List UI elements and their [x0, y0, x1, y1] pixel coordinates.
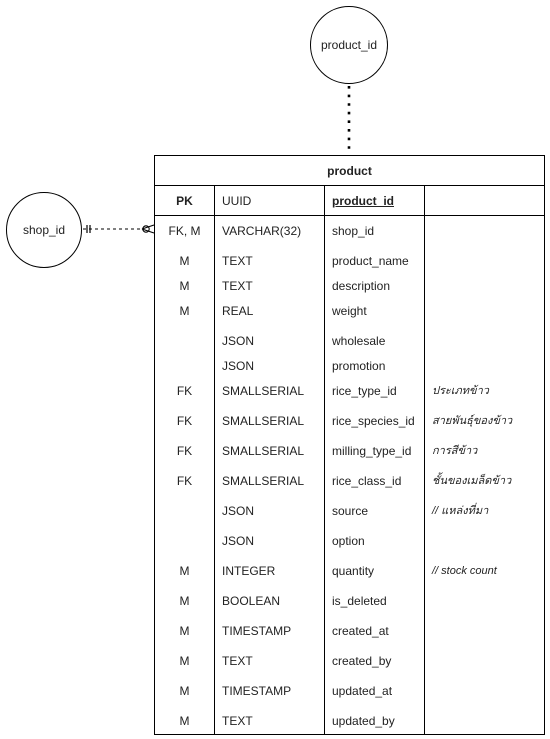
row-type: INTEGER [222, 564, 276, 578]
row-note: การสีข้าว [432, 445, 478, 457]
crowfoot-lower [141, 228, 155, 234]
row-type: TEXT [222, 279, 253, 293]
row-name: rice_type_id [332, 384, 397, 398]
header-name: product_id [332, 194, 394, 208]
row-key: M [179, 254, 190, 268]
row-name: milling_type_id [332, 444, 412, 458]
row-name: weight [332, 304, 367, 318]
row-name: wholesale [332, 334, 386, 348]
row-key: FK [176, 414, 193, 428]
row-note: สายพันธุ์ของข้าว [432, 415, 513, 427]
row-type: BOOLEAN [222, 594, 281, 608]
shop-id-attribute-circle: shop_id [6, 192, 82, 268]
row-type: SMALLSERIAL [222, 414, 305, 428]
row-note: // แหล่งที่มา [432, 505, 489, 517]
header-type: UUID [222, 194, 252, 208]
row-key: M [179, 594, 190, 608]
row-type: TIMESTAMP [222, 684, 292, 698]
row-key: FK [176, 444, 193, 458]
column-divider-1 [214, 186, 215, 734]
row-name: source [332, 504, 369, 518]
entity-title: product [155, 156, 544, 186]
row-type: SMALLSERIAL [222, 384, 305, 398]
row-name: shop_id [332, 224, 375, 238]
row-name: created_by [332, 654, 392, 668]
row-note: ชั้นของเมล็ดข้าว [432, 475, 512, 487]
row-name: rice_species_id [332, 414, 415, 428]
row-key: FK [176, 474, 193, 488]
row-name: updated_at [332, 684, 393, 698]
row-key: M [179, 304, 190, 318]
row-name: rice_class_id [332, 474, 402, 488]
row-key: M [179, 684, 190, 698]
row-key: M [179, 654, 190, 668]
row-type: JSON [222, 334, 255, 348]
row-type: TEXT [222, 714, 253, 728]
row-key: FK, M [168, 224, 201, 238]
row-key: M [179, 564, 190, 578]
row-key: M [179, 624, 190, 638]
row-name: option [332, 534, 365, 548]
row-name: updated_by [332, 714, 395, 728]
shop-id-circle-label: shop_id [22, 223, 66, 237]
product-entity-table: product PK UUID product_id FK, M VARCHAR(… [154, 155, 545, 735]
row-name: promotion [332, 359, 386, 373]
row-key: M [179, 279, 190, 293]
row-type: TEXT [222, 654, 253, 668]
row-key: FK [176, 384, 193, 398]
row-name: description [332, 279, 391, 293]
product-id-attribute-circle: product_id [310, 6, 388, 84]
row-type: SMALLSERIAL [222, 474, 305, 488]
row-key: M [179, 714, 190, 728]
row-type: JSON [222, 359, 255, 373]
product-id-circle-label: product_id [320, 38, 378, 52]
row-name: is_deleted [332, 594, 387, 608]
row-type: SMALLSERIAL [222, 444, 305, 458]
primary-key-row [155, 186, 544, 216]
column-divider-3 [424, 186, 425, 734]
row-name: product_name [332, 254, 409, 268]
header-key: PK [176, 194, 193, 208]
column-divider-2 [324, 186, 325, 734]
row-name: created_at [332, 624, 389, 638]
row-note: ประเภทข้าว [432, 385, 489, 397]
row-type: JSON [222, 504, 255, 518]
row-name: quantity [332, 564, 375, 578]
row-type: TEXT [222, 254, 253, 268]
row-type: REAL [222, 304, 254, 318]
row-type: TIMESTAMP [222, 624, 292, 638]
row-note: // stock count [432, 565, 497, 577]
crowfoot-upper [141, 224, 155, 230]
row-type: JSON [222, 534, 255, 548]
row-type: VARCHAR(32) [222, 224, 302, 238]
